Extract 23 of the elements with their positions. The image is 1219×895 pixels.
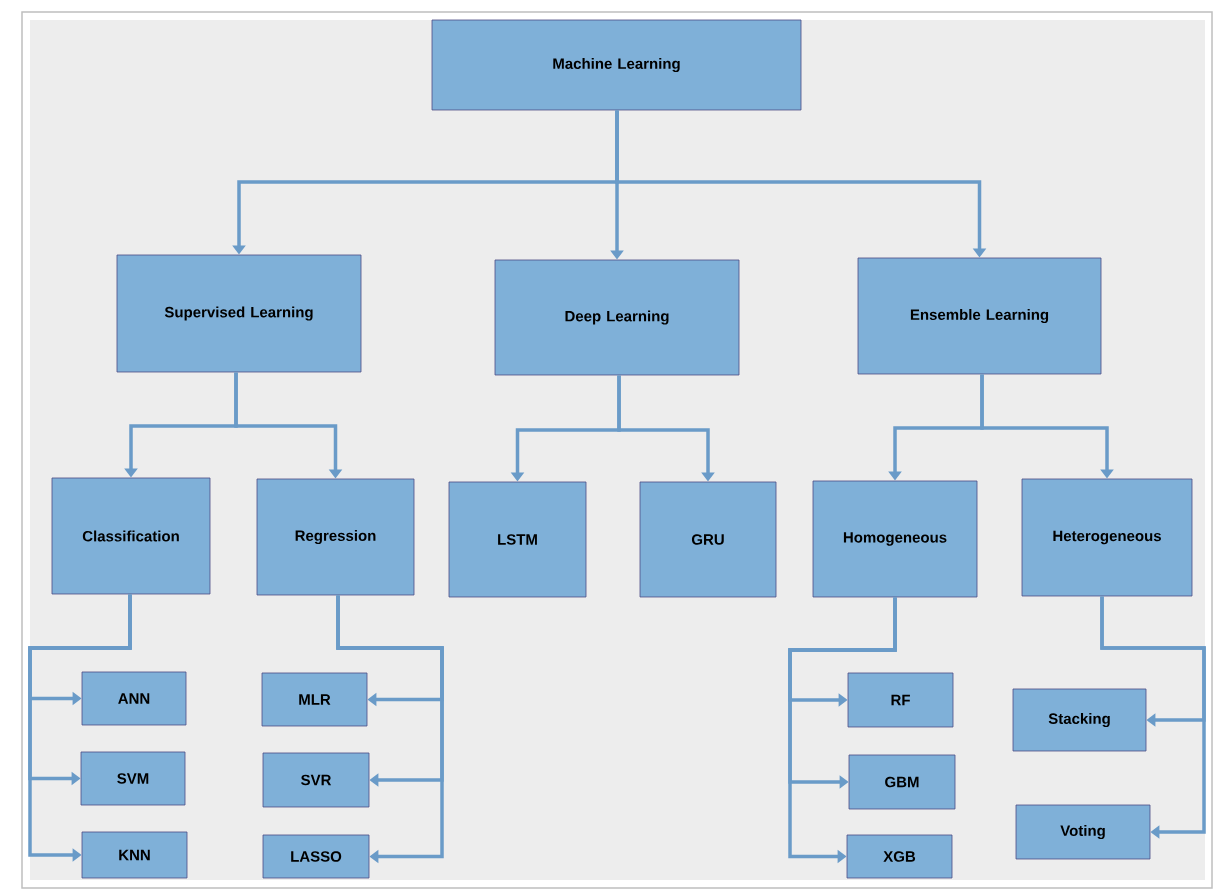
process-box: XGB	[846, 834, 953, 879]
process-box: Regression	[256, 478, 415, 596]
process-box: LSTM	[448, 481, 587, 598]
process-box: GBM	[848, 754, 956, 810]
process-box: Machine Learning	[431, 19, 802, 111]
process-box: ANN	[81, 671, 187, 726]
process-box: SVM	[80, 751, 186, 806]
process-box: GRU	[639, 481, 777, 598]
process-box: SVR	[262, 752, 370, 808]
process-box: Supervised Learning	[116, 254, 362, 373]
arrow	[1100, 596, 1206, 839]
process-box: Classification	[51, 477, 211, 595]
process-box: Stacking	[1012, 688, 1147, 752]
process-box: RF	[847, 672, 954, 728]
process-box: Voting	[1015, 804, 1151, 860]
process-box: LASSO	[262, 834, 370, 879]
process-box: Deep Learning	[494, 259, 740, 376]
arrow	[336, 595, 444, 864]
process-box: KNN	[81, 831, 188, 879]
process-box: Heterogeneous	[1021, 478, 1193, 597]
process-box: Ensemble Learning	[857, 257, 1102, 375]
process-box: Homogeneous	[812, 480, 978, 598]
process-box: MLR	[261, 672, 368, 727]
